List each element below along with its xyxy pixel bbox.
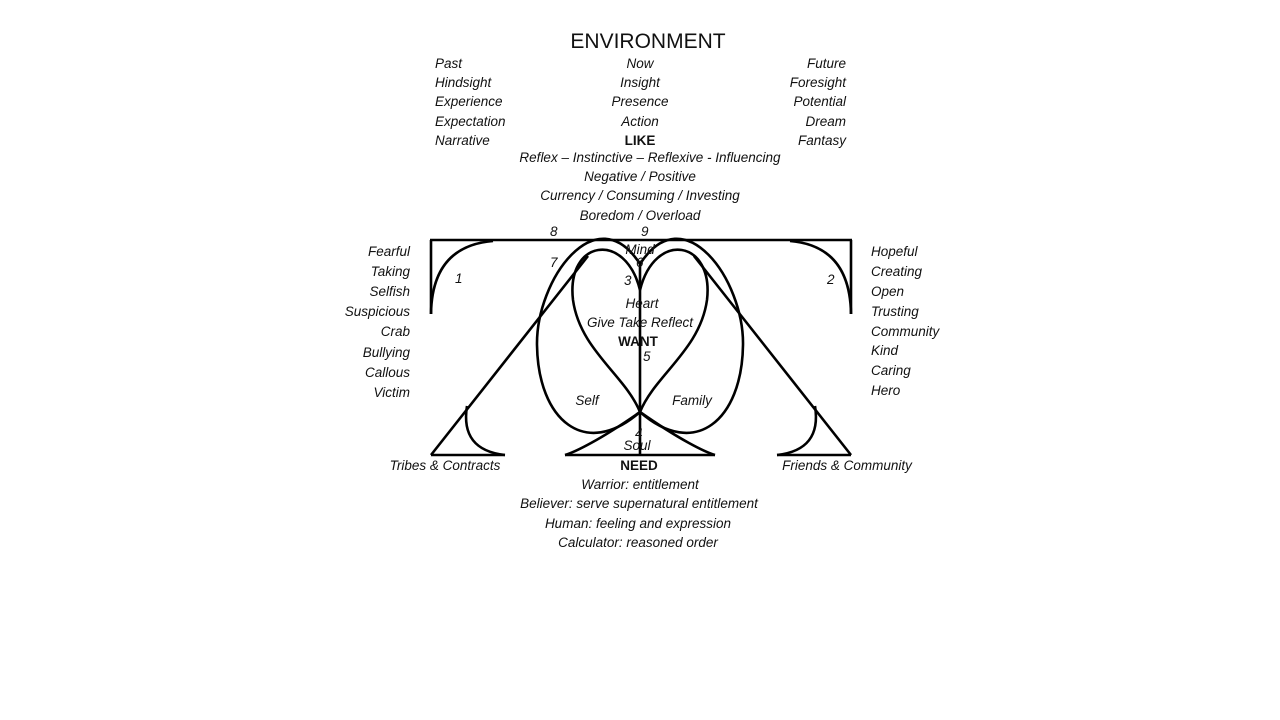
right-trait: Hopeful (871, 244, 918, 259)
right-trait: Creating (871, 264, 923, 279)
past-item: Experience (435, 94, 503, 109)
like-line: Currency / Consuming / Investing (540, 188, 740, 203)
number-4: 4 (635, 426, 643, 441)
right-trait: Caring (871, 363, 911, 378)
like-line: Boredom / Overload (579, 208, 701, 223)
right-trait: Trusting (871, 304, 919, 319)
now-item: Action (621, 114, 659, 129)
bottom-left-arc (464, 405, 506, 457)
future-item: Future (806, 56, 846, 71)
right-trait: Kind (871, 343, 899, 358)
need-label: NEED (620, 458, 658, 473)
need-line: Human: feeling and expression (544, 516, 732, 531)
left-diagonal (429, 255, 590, 456)
future-item: Potential (793, 94, 846, 109)
right-trait: Hero (871, 383, 901, 398)
heart-label: Heart (625, 296, 659, 311)
left-trait: Taking (370, 264, 410, 279)
heart-left (571, 248, 642, 413)
now-item: Now (626, 56, 654, 71)
want-label: WANT (618, 334, 658, 349)
left-trait: Callous (364, 365, 410, 380)
need-line: Believer: serve supernatural entitlement (520, 496, 758, 511)
soul-label: Soul (623, 438, 651, 453)
friends-community-label: Friends & Community (782, 458, 912, 473)
future-item: Foresight (789, 75, 846, 90)
past-item: Expectation (435, 114, 506, 129)
number-3: 3 (624, 273, 632, 288)
like-label: LIKE (624, 133, 656, 148)
left-trait: Crab (380, 324, 410, 339)
past-item: Past (435, 56, 463, 71)
lower-right-curve (639, 410, 716, 457)
left-trait: Suspicious (344, 304, 410, 319)
right-trait: Open (871, 284, 905, 299)
past-item: Narrative (435, 133, 490, 148)
number-9: 9 (641, 224, 649, 239)
need-line: Calculator: reasoned order (558, 535, 718, 550)
left-trait: Victim (373, 385, 410, 400)
future-item: Fantasy (797, 133, 846, 148)
now-item: Presence (611, 94, 669, 109)
left-trait: Fearful (367, 244, 410, 259)
number-6: 6 (636, 255, 644, 270)
right-corner-arc (789, 239, 853, 315)
left-trait: Selfish (369, 284, 410, 299)
mind-label: Mind (625, 242, 655, 257)
self-label: Self (575, 393, 599, 408)
like-line: Reflex – Instinctive – Reflexive - Influ… (519, 150, 781, 165)
tribes-contracts-label: Tribes & Contracts (389, 458, 501, 473)
bottom-right-arc (776, 405, 818, 457)
right-diagonal (692, 255, 853, 456)
left-loop (535, 237, 642, 434)
number-7: 7 (550, 255, 558, 270)
past-item: Hindsight (435, 75, 492, 90)
right-trait: Community (871, 324, 940, 339)
future-item: Dream (805, 114, 846, 129)
heart-right (638, 248, 709, 413)
lower-left-curve (564, 410, 641, 457)
number-5: 5 (643, 349, 651, 364)
diagram-title: ENVIRONMENT (570, 30, 726, 53)
give-take-reflect-label: Give Take Reflect (586, 315, 694, 330)
right-loop (638, 237, 745, 434)
family-label: Family (672, 393, 712, 408)
number-2: 2 (827, 272, 835, 287)
now-item: Insight (620, 75, 660, 90)
left-corner-arc (429, 239, 494, 315)
number-1: 1 (455, 271, 463, 286)
need-line: Warrior: entitlement (581, 477, 699, 492)
like-line: Negative / Positive (584, 169, 696, 184)
number-8: 8 (550, 224, 558, 239)
left-trait: Bullying (362, 345, 410, 360)
